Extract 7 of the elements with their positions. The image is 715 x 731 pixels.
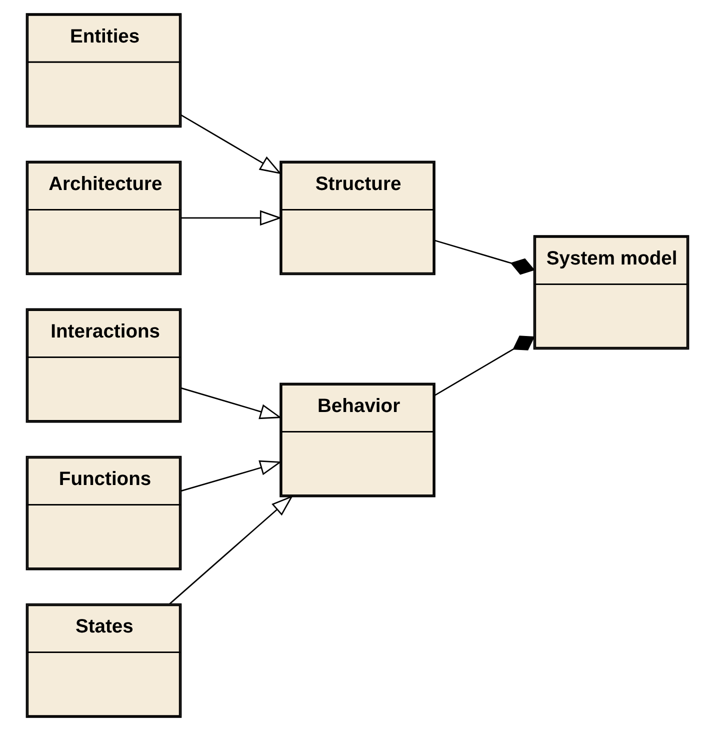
arrow [180,114,282,174]
arrow [180,460,282,492]
arrow [180,387,282,420]
connector [434,336,535,396]
arrow [169,495,294,604]
arrow [181,210,282,226]
connector [434,240,535,275]
